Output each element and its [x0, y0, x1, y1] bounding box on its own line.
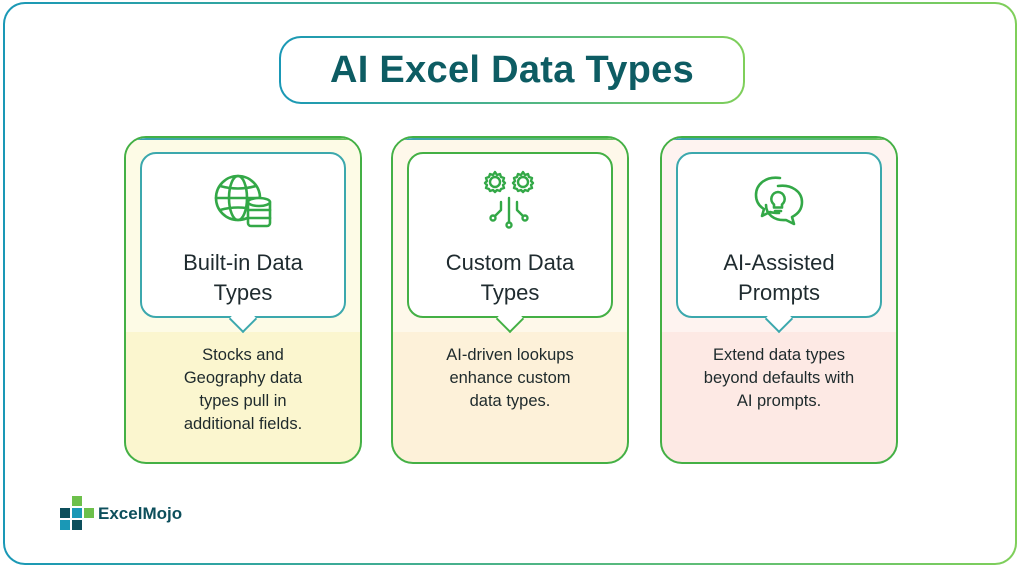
- card-header-box: Built-in Data Types: [140, 152, 346, 318]
- logo-text: ExcelMojo: [98, 504, 183, 523]
- card-label: AI-Assisted Prompts: [723, 250, 835, 305]
- card-label: Custom Data Types: [445, 250, 575, 305]
- card-description: Extend data types beyond defaults with A…: [703, 346, 855, 410]
- card-description: Stocks and Geography data types pull in …: [183, 346, 303, 433]
- title-pill: AI Excel Data Types: [279, 36, 745, 104]
- card-description: AI-driven lookups enhance custom data ty…: [446, 346, 574, 410]
- card-ai-assisted-prompts: AI-Assisted Prompts Extend data types be…: [660, 136, 898, 464]
- card-built-in-data-types: Built-in Data Types Stocks and Geography…: [124, 136, 362, 464]
- chat-bubbles-idea-icon: [678, 168, 880, 232]
- card-label: Built-in Data Types: [183, 250, 303, 305]
- globe-database-icon: [142, 168, 344, 232]
- card-header-box: AI-Assisted Prompts: [676, 152, 882, 318]
- excelmojo-logo-icon: [60, 496, 94, 530]
- card-header-box: Custom Data Types: [407, 152, 613, 318]
- page-title: AI Excel Data Types: [281, 38, 743, 102]
- card-custom-data-types: Custom Data Types AI-driven lookups enha…: [391, 136, 629, 464]
- excelmojo-logo: ExcelMojo: [60, 496, 182, 532]
- gears-circuit-icon: [409, 168, 611, 232]
